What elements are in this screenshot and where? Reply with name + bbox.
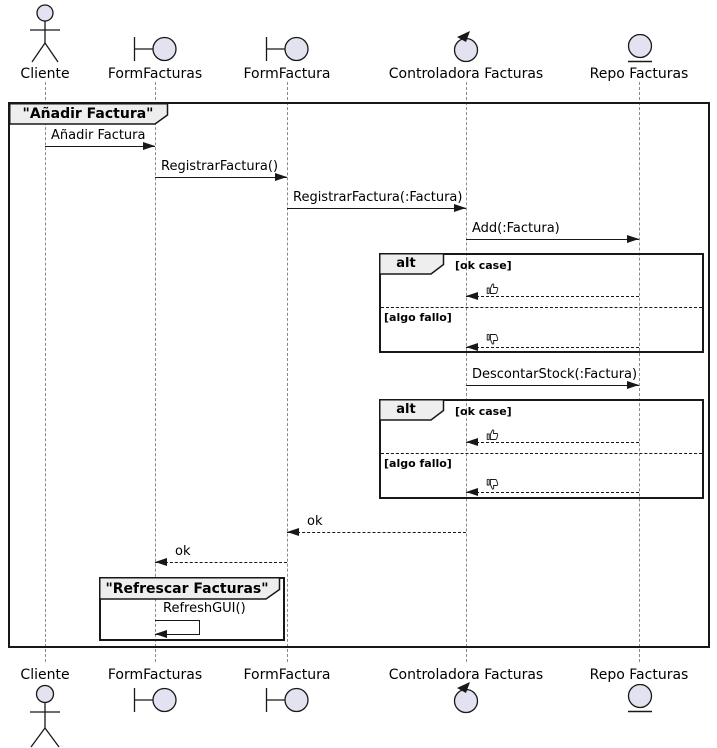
message-line [466,442,639,443]
thumbs-up-icon [486,429,499,440]
arrowhead-icon [275,173,287,181]
alt-operator-pentagon [379,399,445,421]
participant-label-formfacturas-top: FormFacturas [107,66,203,82]
frame-title-pentagon [9,103,169,125]
alt-operator: alt [396,256,416,271]
arrowhead-icon [155,630,167,638]
message-line [287,208,466,209]
arrowhead-icon [466,343,478,351]
alt-operator-pentagon [379,253,445,275]
arrowhead-icon [287,528,299,536]
message-label: RegistrarFactura(:Factura) [293,190,463,205]
control-icon [449,30,483,63]
lifeline-formfactura [287,82,288,662]
actor-icon [26,4,64,66]
message-line [466,347,639,348]
message-line [466,239,639,240]
message-line [287,532,466,533]
lifeline-formfacturas [155,82,156,662]
boundary-icon [132,33,178,65]
message-line [155,562,287,563]
message-line [155,177,287,178]
self-message-arrow [155,620,200,635]
arrowhead-icon [466,438,478,446]
control-icon [449,681,483,714]
arrowhead-icon [466,488,478,496]
group-refrescar-facturas: "Refrescar Facturas" [99,577,285,641]
boundary-icon [264,684,310,716]
alt-fragment-1: alt [ok case] [algo fallo] [379,253,704,353]
participant-label-repo-top: Repo Facturas [589,66,689,82]
arrowhead-icon [627,381,639,389]
message-line [466,492,639,493]
alt-divider [381,453,702,454]
group-title: "Refrescar Facturas" [105,581,269,597]
lifeline-controladora-facturas [466,82,467,662]
lifeline-repo-facturas [639,82,640,662]
message-label: DescontarStock(:Factura) [472,367,638,382]
entity-icon [622,34,658,64]
arrowhead-icon [143,142,155,150]
participant-label-controladora-bottom: Controladora Facturas [388,667,544,683]
entity-icon [622,684,658,714]
thumbs-up-icon [486,283,499,294]
message-label: Add(:Factura) [472,221,560,236]
guard-algo-fallo: [algo fallo] [384,457,452,470]
message-label: Añadir Factura [51,128,146,143]
message-line [466,385,639,386]
group-title-pentagon [99,577,281,600]
message-label: RegistrarFactura() [161,159,279,174]
boundary-icon [264,33,310,65]
message-label: ok [307,514,323,529]
arrowhead-icon [466,292,478,300]
participant-label-cliente-top: Cliente [20,66,70,82]
boundary-icon [132,684,178,716]
guard-ok-case: [ok case] [455,405,512,418]
arrowhead-icon [155,558,167,566]
frame-title: "Añadir Factura" [22,106,154,122]
actor-icon [26,684,64,748]
thumbs-down-icon [486,334,499,345]
participant-label-repo-bottom: Repo Facturas [589,667,689,683]
arrowhead-icon [627,235,639,243]
participant-label-formfacturas-bottom: FormFacturas [107,667,203,683]
alt-fragment-2: alt [ok case] [algo fallo] [379,399,704,499]
thumbs-down-icon [486,479,499,490]
self-message-label: RefreshGUI() [163,601,246,616]
message-line [45,146,155,147]
message-label: ok [175,544,191,559]
frame-anadir-factura: "Añadir Factura" [8,102,710,648]
lifeline-cliente [45,82,46,662]
participant-label-formfactura-top: FormFactura [243,66,331,82]
alt-divider [381,307,702,308]
participant-label-controladora-top: Controladora Facturas [388,66,544,82]
alt-operator: alt [396,402,416,417]
guard-algo-fallo: [algo fallo] [384,311,452,324]
participant-label-cliente-bottom: Cliente [20,667,70,683]
guard-ok-case: [ok case] [455,259,512,272]
participant-label-formfactura-bottom: FormFactura [243,667,331,683]
arrowhead-icon [454,204,466,212]
message-line [466,296,639,297]
